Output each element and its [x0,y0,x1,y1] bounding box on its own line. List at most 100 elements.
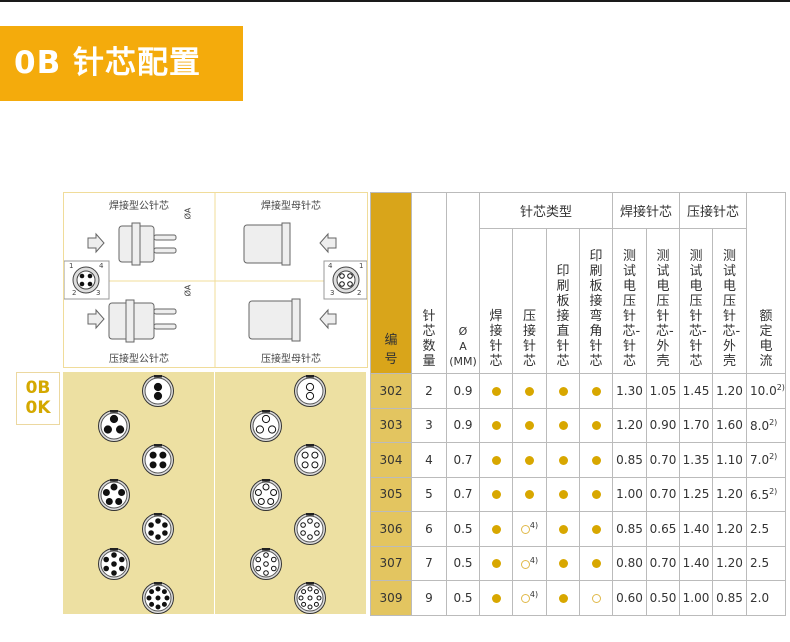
available-dot-icon [591,386,601,396]
page-title: 0B 针芯配置 [0,26,243,101]
cell-pcb-angle [579,442,613,478]
pin-number: 3 [330,289,335,297]
header-group-crimp: 压接针芯 [679,192,747,229]
male-connector-face-icon [97,409,131,447]
series-0b: 0B [25,378,51,398]
available-dot-icon [591,455,601,465]
cell-solder [479,373,513,409]
available-dot-icon [525,490,534,500]
cell-solder-v-pin-shell: 0.65 [646,511,680,547]
male-connector-face-icon [97,478,131,516]
male-connector-face-icon [141,581,175,619]
connector-drawings [64,193,367,367]
cell-crimp [512,373,547,409]
cell-solder-v-pin-shell: 0.70 [646,476,680,512]
header-current: 额定电流 [746,192,786,374]
dimension-label: ØA [183,207,193,220]
cell-crimp-v-pin-pin: 1.45 [679,373,713,409]
available-dot-icon [591,421,601,431]
header-crimp-v-pin-pin: 测试电压针芯-针芯 [679,227,713,375]
cell-pcb-straight [546,580,580,616]
cell-pcb-straight [546,511,580,547]
cell-code: 306 [370,511,412,547]
available-dot-icon [558,559,568,569]
header-solder-v-pin-pin: 测试电压针芯-针芯 [612,227,647,375]
male-connector-face-icon [97,547,131,585]
cell-code: 307 [370,545,412,581]
available-dot-icon [558,386,568,396]
cell-solder [479,545,513,581]
available-dot-icon [558,524,568,534]
header-group-type: 针芯类型 [479,192,613,229]
pin-number: 2 [357,289,362,297]
cell-pcb-angle [579,580,613,616]
pin-number: 3 [96,289,101,297]
cell-current: 8.02) [746,407,786,443]
cell-pins: 3 [411,407,447,443]
footnote: 2) [776,383,785,393]
footnote: 4) [529,555,539,565]
cell-solder [479,407,513,443]
top-border [0,0,790,2]
male-connector-face-icon [141,443,175,481]
cell-code: 304 [370,442,412,478]
cell-solder [479,476,513,512]
label-crimp-female: 压接型母针芯 [261,354,321,365]
footnote: 4) [529,590,539,600]
cell-diameter: 0.9 [446,373,480,409]
cell-crimp-v-pin-pin: 1.25 [679,476,713,512]
cell-pins: 4 [411,442,447,478]
optional-dot-icon [591,593,601,603]
header-solder: 焊接针芯 [479,227,513,375]
label-crimp-male: 压接型公针芯 [109,354,169,365]
dimension-label: ØA [183,284,193,297]
header-pins: 针芯数量 [411,192,447,374]
available-dot-icon [525,386,534,396]
cell-crimp-v-pin-shell: 1.20 [712,373,747,409]
cell-current: 2.5 [746,545,786,581]
header-pcb-straight: 印刷板接直针芯 [546,227,580,375]
header-group-solder: 焊接针芯 [612,192,680,229]
cell-pins: 6 [411,511,447,547]
cell-diameter: 0.7 [446,442,480,478]
label-solder-male: 焊接型公针芯 [109,201,169,212]
cell-pcb-angle [579,511,613,547]
cell-crimp-v-pin-shell: 0.85 [712,580,747,616]
cell-crimp-v-pin-pin: 1.00 [679,580,713,616]
optional-dot-icon [520,559,530,569]
cell-solder-v-pin-pin: 1.00 [612,476,647,512]
female-connector-face-icon [293,512,327,550]
cell-solder-v-pin-pin: 0.80 [612,545,647,581]
pin-number: 4 [328,262,333,270]
pin-number: 1 [69,262,74,270]
cell-crimp-v-pin-shell: 1.20 [712,476,747,512]
female-connector-face-icon [293,374,327,412]
available-dot-icon [491,593,501,603]
cell-pcb-angle [579,407,613,443]
male-connector-face-icon [141,374,175,412]
available-dot-icon [525,455,534,465]
available-dot-icon [491,455,501,465]
cell-crimp: 4) [512,511,547,547]
footnote: 2) [769,452,778,462]
cell-crimp-v-pin-pin: 1.40 [679,545,713,581]
cell-solder-v-pin-pin: 0.60 [612,580,647,616]
cell-code: 303 [370,407,412,443]
available-dot-icon [491,421,501,431]
cell-diameter: 0.5 [446,580,480,616]
cell-solder-v-pin-pin: 1.20 [612,407,647,443]
available-dot-icon [591,524,601,534]
header-pcb-angle: 印刷板接弯角针芯 [579,227,613,375]
cell-crimp: 4) [512,545,547,581]
footnote: 2) [769,417,778,427]
available-dot-icon [558,490,568,500]
cell-crimp [512,407,547,443]
cell-pcb-straight [546,373,580,409]
cell-current: 6.52) [746,476,786,512]
